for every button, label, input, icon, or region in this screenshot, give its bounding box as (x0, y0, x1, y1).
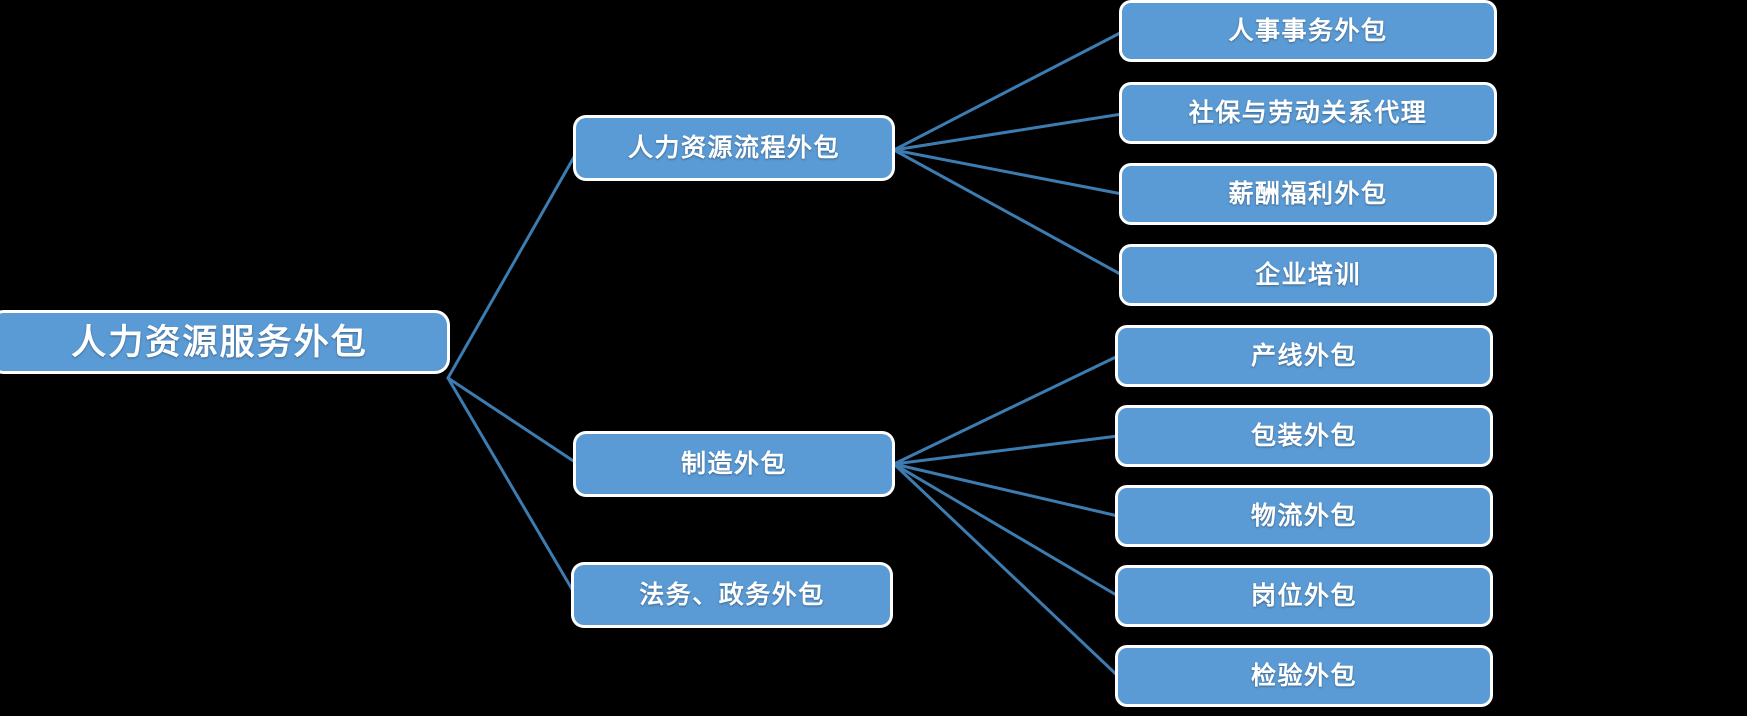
leaf-node-position[interactable]: 岗位外包 (1118, 568, 1490, 624)
root-node[interactable]: 人力资源服务外包 (0, 313, 447, 371)
leaf-node-compensation-benefits[interactable]: 薪酬福利外包 (1122, 166, 1494, 222)
root-node-label: 人力资源服务外包 (71, 322, 368, 362)
leaf-node-label: 物流外包 (1250, 501, 1357, 530)
edge-hrpo-to-leaf-3 (892, 148, 1124, 277)
leaf-node-enterprise-training[interactable]: 企业培训 (1122, 247, 1494, 303)
leaf-node-packaging[interactable]: 包装外包 (1118, 408, 1490, 464)
edge-hrpo-to-leaf-2 (892, 148, 1124, 196)
edge-manufacturing-to-leaf-7 (892, 462, 1120, 598)
leaf-node-label: 包装外包 (1250, 421, 1357, 450)
branch-node-label: 人力资源流程外包 (627, 133, 840, 162)
leaf-node-label: 人事事务外包 (1228, 16, 1388, 45)
edge-manufacturing-to-leaf-8 (892, 462, 1120, 678)
edge-root-to-manufacturing (446, 376, 580, 466)
leaf-node-label: 检验外包 (1250, 661, 1357, 690)
edge-manufacturing-to-leaf-4 (892, 354, 1120, 466)
leaf-node-label: 薪酬福利外包 (1228, 179, 1388, 208)
leaf-node-label: 社保与劳动关系代理 (1188, 98, 1428, 127)
branch-node-label: 法务、政务外包 (639, 580, 825, 609)
leaf-node-logistics[interactable]: 物流外包 (1118, 488, 1490, 544)
edge-hrpo-to-leaf-1 (892, 112, 1124, 152)
edge-root-to-legal (446, 376, 578, 598)
leaf-node-label: 岗位外包 (1250, 581, 1357, 610)
branch-node-manufacturing-outsourcing[interactable]: 制造外包 (576, 434, 892, 494)
leaf-node-label: 企业培训 (1254, 260, 1361, 289)
edge-manufacturing-to-leaf-6 (892, 462, 1120, 518)
leaf-node-social-insurance-labor-relations[interactable]: 社保与劳动关系代理 (1122, 85, 1494, 141)
edge-root-to-hrpo (446, 148, 580, 380)
leaf-node-label: 产线外包 (1250, 341, 1357, 370)
edge-manufacturing-to-leaf-5 (892, 434, 1120, 466)
leaf-node-inspection[interactable]: 检验外包 (1118, 648, 1490, 704)
edge-hrpo-to-leaf-0 (892, 30, 1124, 152)
leaf-node-production-line[interactable]: 产线外包 (1118, 328, 1490, 384)
branch-node-hr-process-outsourcing[interactable]: 人力资源流程外包 (576, 118, 892, 178)
branch-node-label: 制造外包 (680, 449, 787, 478)
branch-node-legal-government-outsourcing[interactable]: 法务、政务外包 (574, 565, 890, 625)
leaf-node-personnel-affairs[interactable]: 人事事务外包 (1122, 3, 1494, 59)
